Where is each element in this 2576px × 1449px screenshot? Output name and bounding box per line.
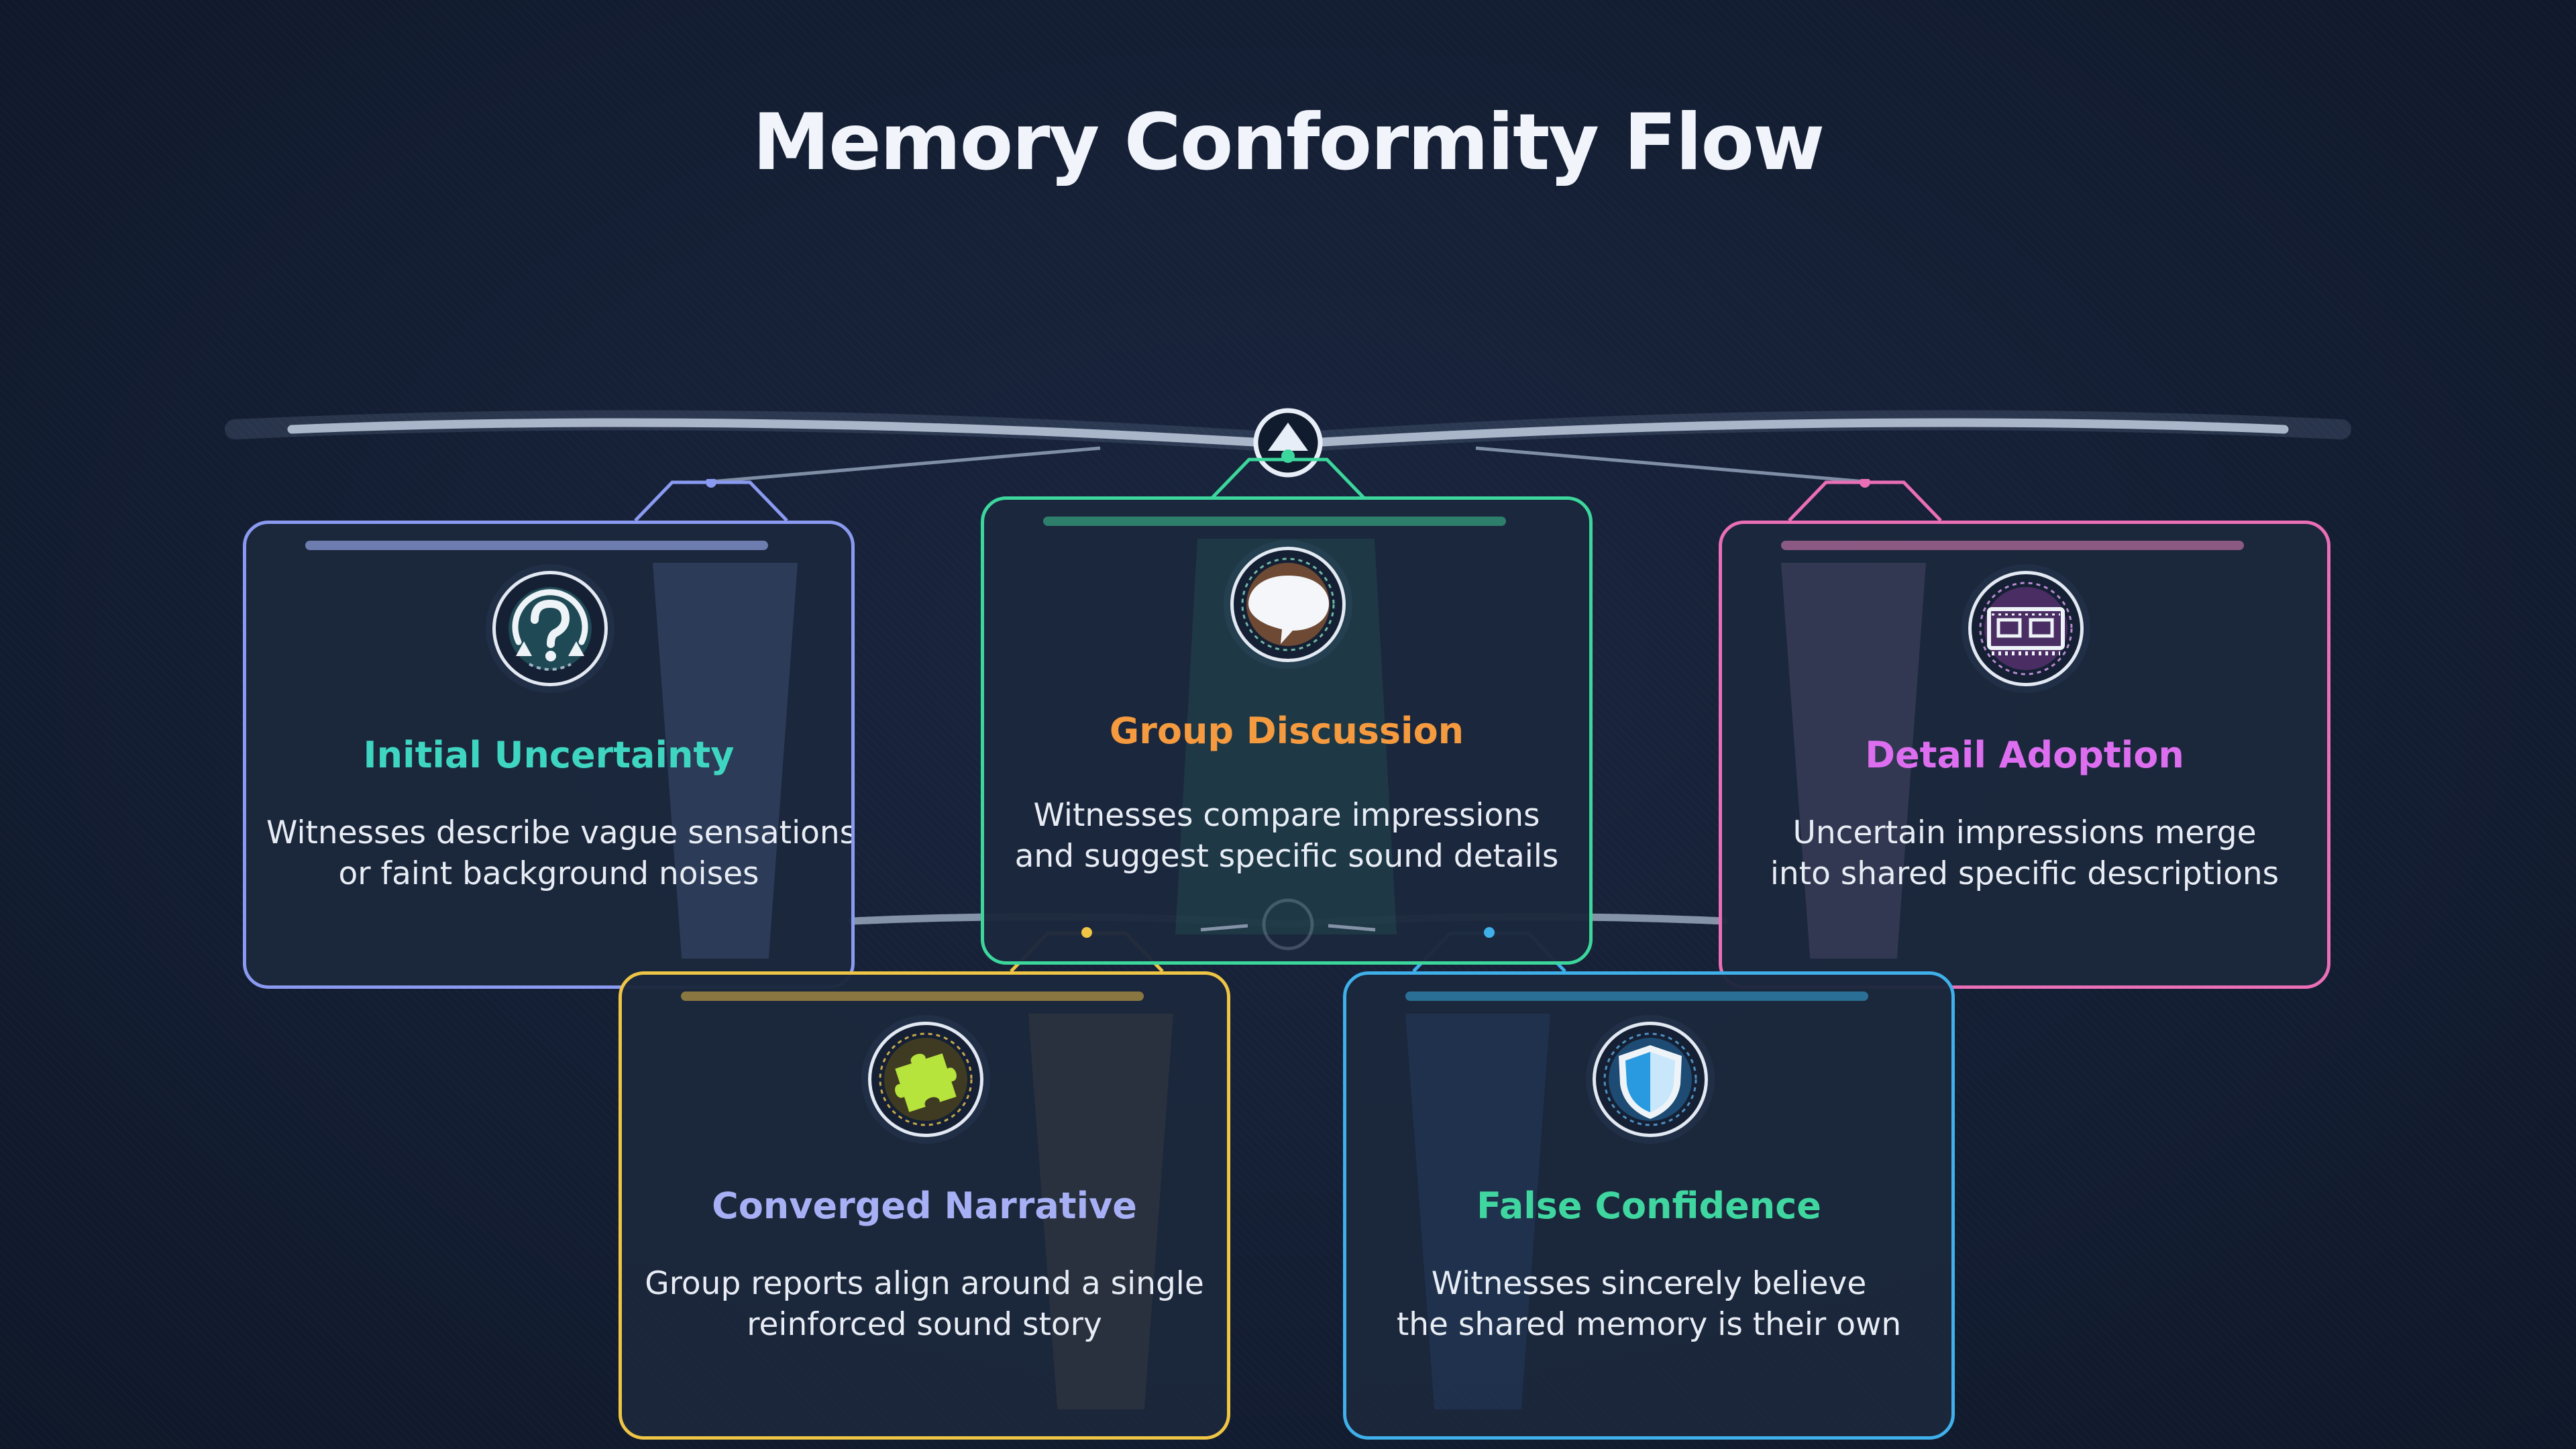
tab-initial-uncertainty bbox=[634, 479, 788, 521]
card-top-bar bbox=[681, 991, 1144, 1001]
speech-bubble-icon bbox=[1241, 557, 1335, 651]
card-top-bar bbox=[305, 541, 768, 550]
card-top-bar bbox=[1781, 541, 2244, 550]
stage-card-initial-uncertainty: Initial Uncertainty Witnesses describe v… bbox=[243, 521, 855, 989]
tab-group-discussion bbox=[1211, 458, 1365, 498]
icon-badge bbox=[1593, 1022, 1708, 1137]
icon-badge bbox=[1968, 571, 2084, 686]
film-strip-icon bbox=[1979, 582, 2073, 676]
stage-description: Witnesses sincerely believe the shared m… bbox=[1396, 1265, 1902, 1343]
stage-title: False Confidence bbox=[1477, 1185, 1821, 1227]
stage-card-converged-narrative: Converged Narrative Group reports align … bbox=[619, 971, 1230, 1440]
icon-badge bbox=[492, 571, 608, 686]
icon-badge bbox=[1230, 547, 1346, 662]
stage-card-group-discussion: Group Discussion Witnesses compare impre… bbox=[981, 496, 1593, 965]
page-title: Memory Conformity Flow bbox=[752, 97, 1825, 188]
stage-card-detail-adoption: Detail Adoption Uncertain impressions me… bbox=[1719, 521, 2330, 989]
connector-left bbox=[710, 446, 1101, 484]
card-top-bar bbox=[1405, 991, 1868, 1001]
light-beam bbox=[653, 563, 798, 959]
puzzle-piece-icon bbox=[879, 1032, 973, 1126]
stage-title: Converged Narrative bbox=[712, 1185, 1137, 1227]
icon-badge bbox=[868, 1022, 983, 1137]
stage-card-false-confidence: False Confidence Witnesses sincerely bel… bbox=[1343, 971, 1955, 1440]
connector-right bbox=[1475, 446, 1866, 484]
tab-detail-adoption bbox=[1788, 479, 1942, 521]
shield-icon bbox=[1603, 1032, 1697, 1126]
light-beam bbox=[1405, 1014, 1550, 1409]
card-top-bar bbox=[1043, 517, 1506, 526]
stage-description: Witnesses describe vague sensations or f… bbox=[266, 814, 855, 892]
stage-title: Group Discussion bbox=[1109, 710, 1464, 752]
stage-description: Group reports align around a single rein… bbox=[645, 1265, 1204, 1343]
light-beam bbox=[1028, 1014, 1173, 1409]
stage-title: Detail Adoption bbox=[1865, 734, 2184, 776]
stage-description: Uncertain impressions merge into shared … bbox=[1770, 814, 2279, 892]
question-cycle-icon bbox=[508, 587, 592, 671]
light-beam bbox=[1781, 563, 1926, 959]
stage-title: Initial Uncertainty bbox=[363, 734, 735, 776]
stage-description: Witnesses compare impressions and sugges… bbox=[1014, 797, 1559, 875]
